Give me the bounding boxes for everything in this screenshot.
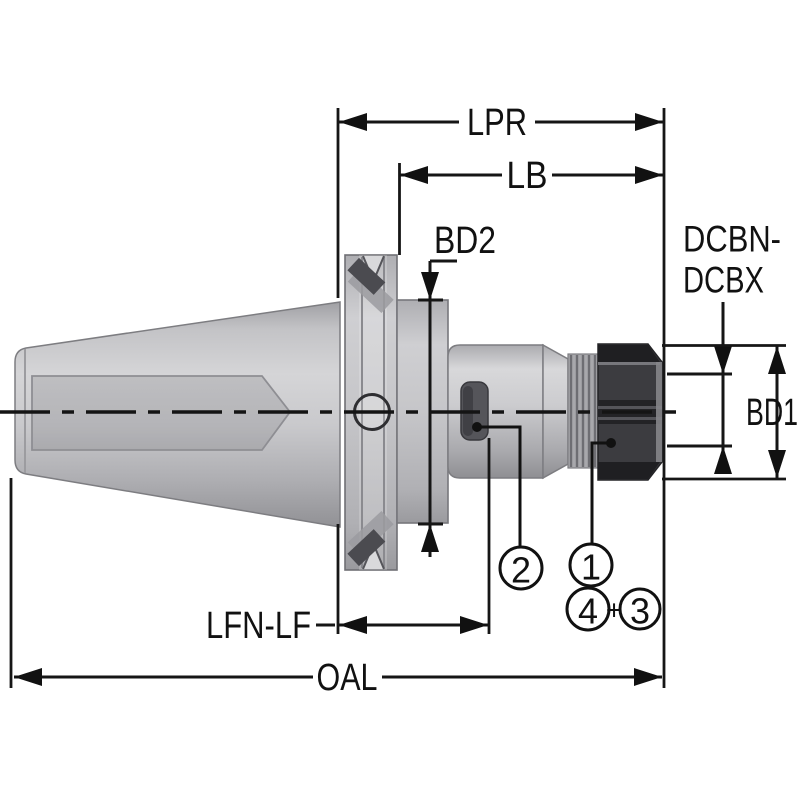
dim-bd1-label: BD1	[746, 392, 798, 434]
arrowhead-dcbn-top	[714, 346, 732, 374]
dim-dcbn-dcbx: DCBN- DCBX	[667, 219, 781, 474]
taper-inner-bore	[31, 375, 292, 451]
taper-shank	[14, 301, 341, 528]
arrowhead-bd1-top	[768, 346, 786, 374]
arrowhead-lfn-left	[339, 616, 367, 634]
leader-line-item2	[477, 425, 522, 546]
dim-bd2-label: BD2	[434, 220, 496, 262]
callout-number-4: 4	[578, 591, 598, 632]
callout-leaders	[472, 422, 616, 546]
dim-oal-label: OAL	[317, 657, 378, 699]
collet-nut-top-chamfer	[598, 345, 660, 362]
dim-dcbn-label-line2: DCBX	[683, 260, 764, 301]
dim-lpr-label: LPR	[467, 102, 527, 144]
callout-circle-1	[568, 542, 614, 588]
arrowhead-lb-left	[400, 166, 428, 184]
dim-lb-label: LB	[507, 155, 548, 197]
arrowhead-oal-right	[634, 668, 662, 686]
callout-circle-3	[618, 587, 662, 631]
callout-number-1: 1	[581, 547, 601, 588]
collet-nut-top-highlight	[598, 362, 660, 365]
callout-number-3: 3	[630, 591, 650, 632]
arrowhead-lb-right	[635, 166, 663, 184]
dim-bd2: BD2	[418, 220, 496, 557]
callout-plus-sign: +	[606, 595, 622, 626]
dim-oal: OAL	[9, 478, 662, 699]
arrowhead-bd2-top	[421, 272, 439, 300]
dim-lfn-lf: LFN-LF	[206, 438, 491, 647]
collet-nut-face-edge	[656, 362, 662, 462]
dim-lpr: LPR	[336, 102, 666, 688]
arrowhead-lfn-right	[460, 616, 488, 634]
collet-nut-bottom-chamfer	[598, 462, 660, 479]
arrowhead-bd2-bottom	[421, 524, 439, 552]
dim-dcbn-label-line1: DCBN-	[683, 219, 781, 260]
callout-number-2: 2	[511, 550, 531, 591]
callout-circle-2	[498, 545, 544, 591]
dim-bd1: BD1	[662, 344, 798, 481]
wrench-band-ridge-upper	[598, 406, 662, 409]
dim-lfn-label: LFN-LF	[206, 605, 311, 647]
callout-balloons: 2 1 4 + 3	[498, 542, 662, 632]
arrowhead-dcbn-bottom	[714, 446, 732, 474]
flange-drive-slot-bottom	[347, 511, 394, 567]
arrowhead-bd1-bottom	[768, 450, 786, 478]
leader-line-item1	[590, 441, 611, 544]
arrowhead-lpr-left	[339, 113, 367, 131]
wrench-band-ridge-lower	[598, 417, 662, 420]
arrowhead-lpr-right	[635, 113, 663, 131]
dim-lb: LB	[398, 155, 663, 255]
callout-circle-4	[565, 586, 611, 632]
arrowhead-oal-left	[14, 668, 42, 686]
flange-drive-slot-top	[347, 257, 394, 313]
